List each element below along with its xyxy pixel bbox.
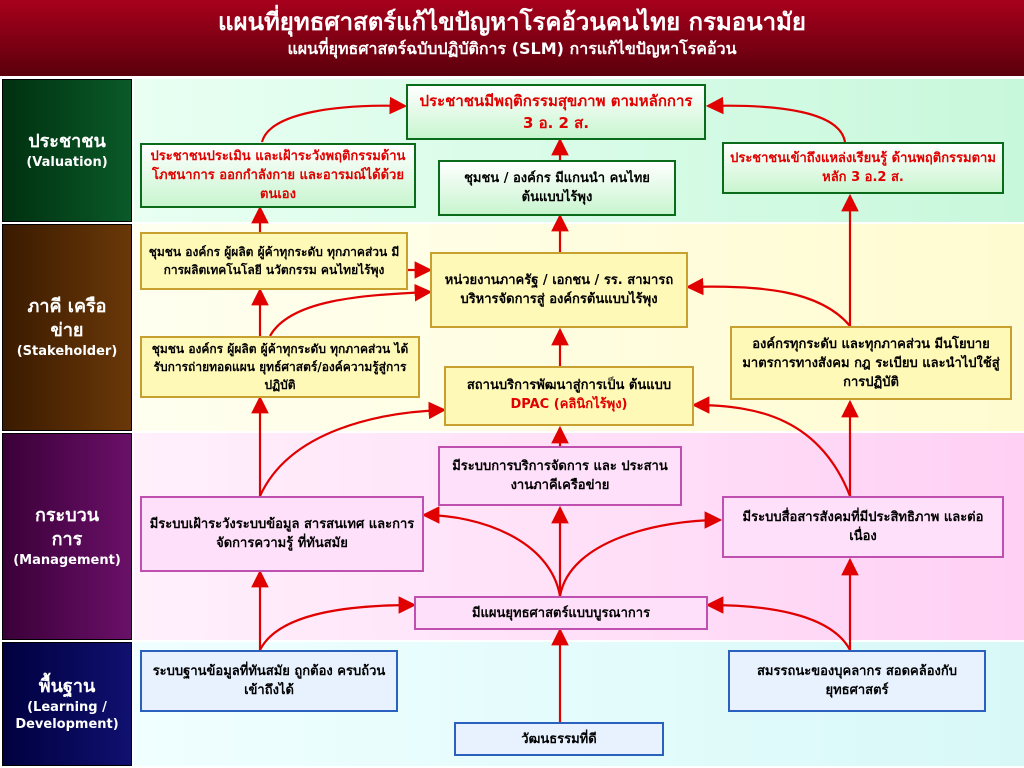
arrow-vright-to-vtop [705,96,847,143]
side-valuation-en: (Valuation) [26,155,108,170]
arrow-plan-to-mright [558,511,723,597]
header: แผนที่ยุทธศาสตร์แก้ไขปัญหาโรคอ้วนคนไทย ก… [0,0,1024,76]
side-stakeholder-th: ภาคี เครือข่าย [27,296,107,341]
box-m-plan: มีแผนยุทธศาสตร์แบบบูรณาการ [414,596,708,630]
box-s-right: องค์กรทุกระดับ และทุกภาคส่วน มีนโยบาย มา… [730,326,1012,400]
box-v-left: ประชาชนประเมิน และเฝ้าระวังพฤติกรรมด้านโ… [140,143,416,208]
box-s-dpac-highlight: DPAC (คลินิกไร้พุง) [510,397,628,412]
side-management-en: (Management) [13,553,121,568]
side-learning-th: พื้นฐาน [38,676,96,697]
side-stakeholder-en: (Stakeholder) [16,344,118,359]
arrow-sright-to-scenter [685,277,851,327]
arrow-mleft-to-dpac [258,401,447,497]
box-s-left2: ชุมชน องค์กร ผู้ผลิต ผู้ค้าทุกระดับ ทุกภ… [140,336,420,398]
arrow-mright-to-dpac [691,396,852,497]
box-m-center: มีระบบการบริการจัดการ และ ประสานงานภาคีเ… [438,446,682,506]
page-title: แผนที่ยุทธศาสตร์แก้ไขปัญหาโรคอ้วนคนไทย ก… [218,8,806,36]
arrow-lleft-to-plan [259,596,417,651]
arrow-plan-to-mleft [421,506,562,597]
side-valuation-th: ประชาชน [28,131,106,152]
box-s-dpac-text: สถานบริการพัฒนาสู่การเป็น ต้นแบบ [466,378,672,393]
box-v-right: ประชาชนเข้าถึงแหล่งเรียนรู้ ด้านพฤติกรรม… [722,142,1004,194]
side-valuation: ประชาชน (Valuation) [2,79,132,222]
side-learning-en: (Learning / Development) [15,700,119,732]
box-s-center: หน่วยงานภาครัฐ / เอกชน / รร. สามารถบริหา… [430,252,688,328]
box-m-right: มีระบบสื่อสารสังคมที่มีประสิทธิภาพ และต่… [722,496,1004,558]
box-s-left1: ชุมชน องค์กร ผู้ผลิต ผู้ค้าทุกระดับ ทุกภ… [140,232,408,290]
box-l-left: ระบบฐานข้อมูลที่ทันสมัย ถูกต้อง ครบถ้วน … [140,650,398,712]
box-l-right: สมรรถนะของบุคลากร สอดคล้องกับยุทธศาสตร์ [728,650,986,712]
arrow-vleft-to-vtop [260,96,408,143]
side-learning: พื้นฐาน (Learning / Development) [2,642,132,766]
side-management-th: กระบวน การ [34,505,100,550]
box-v-center: ชุมชน / องค์กร มีแกนนำ คนไทยต้นแบบไร้พุง [438,160,676,216]
side-stakeholder: ภาคี เครือข่าย (Stakeholder) [2,224,132,431]
page-subtitle: แผนที่ยุทธศาสตร์ฉบับปฏิบัติการ (SLM) การ… [287,39,737,58]
arrow-sleft2-to-scenter [269,283,433,337]
box-l-bottom: วัฒนธรรมที่ดี [454,722,664,756]
box-m-left: มีระบบเฝ้าระวังระบบข้อมูล สารสนเทศ และกา… [140,496,424,572]
side-management: กระบวน การ (Management) [2,433,132,640]
arrow-lright-to-plan [705,596,851,651]
box-v-top: ประชาชนมีพฤติกรรมสุขภาพ ตามหลักการ 3 อ. … [406,84,706,140]
box-s-dpac: สถานบริการพัฒนาสู่การเป็น ต้นแบบ DPAC (ค… [444,366,694,426]
